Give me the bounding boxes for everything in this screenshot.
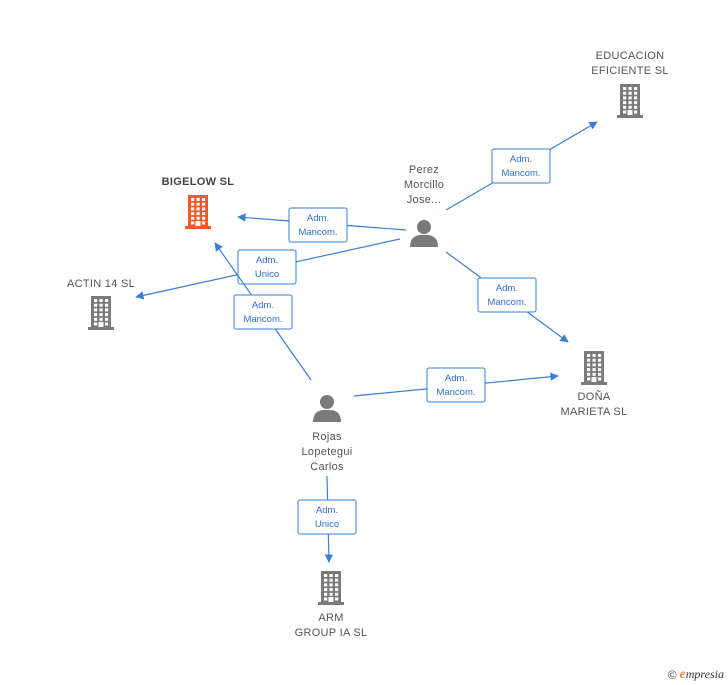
edge-label-text: Mancom.: [487, 297, 526, 308]
node-actin[interactable]: ACTIN 14 SL: [67, 278, 135, 330]
node-donia[interactable]: DOÑA MARIETA SL: [561, 351, 628, 418]
node-educacion[interactable]: EDUCACION EFICIENTE SL: [591, 50, 669, 118]
copyright-icon: ©: [667, 668, 677, 682]
edge-label[interactable]: Adm. Mancom.: [477, 277, 537, 313]
node-label: BIGELOW SL: [162, 176, 235, 188]
node-label: Perez: [409, 164, 439, 176]
node-label: Carlos: [310, 461, 344, 473]
building-icon: [185, 195, 211, 229]
edge-label-box: [237, 249, 297, 285]
edge-label-box: [288, 207, 348, 243]
edge-perez-bigelow: Adm. Mancom.: [237, 207, 407, 243]
edge-label-text: Mancom.: [243, 314, 282, 325]
edge-label-box: [233, 294, 293, 330]
person-icon: [313, 395, 341, 422]
edge-label-text: Adm.: [252, 300, 274, 311]
edge-label[interactable]: Adm. Mancom.: [426, 367, 486, 403]
edge-rojas-bigelow: Adm. Mancom.: [214, 242, 312, 381]
node-perez[interactable]: PerezMorcilloJose...: [404, 164, 444, 247]
edge-label-box: [477, 277, 537, 313]
edge-label-text: Unico: [315, 519, 339, 530]
edge-label-text: Adm.: [445, 373, 467, 384]
person-icon: [410, 220, 438, 247]
edge-label[interactable]: Adm. Mancom.: [288, 207, 348, 243]
edge-perez-actin: Adm. Unico: [135, 238, 401, 300]
building-icon: [88, 296, 114, 330]
edge-perez-educacion: Adm. Mancom.: [445, 121, 598, 211]
edge-label-text: Adm.: [496, 283, 518, 294]
edge-rojas-donia: Adm. Mancom.: [353, 367, 559, 403]
node-label: Lopetegui: [301, 446, 352, 458]
node-label: Morcillo: [404, 179, 444, 191]
edge-label-text: Mancom.: [298, 227, 337, 238]
node-label: ACTIN 14 SL: [67, 278, 135, 290]
node-label: ARM: [318, 612, 343, 624]
edge-label[interactable]: Adm. Mancom.: [491, 148, 551, 184]
edge-label-text: Adm.: [510, 154, 532, 165]
building-icon: [617, 84, 643, 118]
brand-logo[interactable]: empresia: [679, 667, 724, 682]
node-label: EDUCACION: [596, 50, 665, 62]
building-icon: [318, 571, 344, 605]
edge-label-box: [491, 148, 551, 184]
edge-label[interactable]: Adm. Unico: [297, 499, 357, 535]
node-label: GROUP IA SL: [295, 627, 368, 639]
edge-label-text: Adm.: [256, 255, 278, 266]
node-label: Jose...: [407, 194, 442, 206]
edge-label-text: Mancom.: [501, 168, 540, 179]
node-label: DOÑA: [578, 390, 611, 403]
edge-label-text: Adm.: [316, 505, 338, 516]
edge-label-box: [297, 499, 357, 535]
node-label: MARIETA SL: [561, 406, 628, 418]
edge-rojas-arm: Adm. Unico: [297, 475, 357, 563]
edge-label-text: Adm.: [307, 213, 329, 224]
node-label: EFICIENTE SL: [591, 65, 669, 77]
footer-credit: © empresia: [668, 667, 724, 683]
edge-label-box: [426, 367, 486, 403]
building-icon: [581, 351, 607, 385]
node-bigelow[interactable]: BIGELOW SL: [162, 176, 235, 229]
edge-label-text: Mancom.: [436, 387, 475, 398]
edge-label-text: Unico: [255, 269, 279, 280]
edge-perez-donia: Adm. Mancom.: [445, 251, 569, 343]
node-label: Rojas: [312, 431, 342, 443]
edge-label[interactable]: Adm. Unico: [237, 249, 297, 285]
edge-label[interactable]: Adm. Mancom.: [233, 294, 293, 330]
node-arm[interactable]: ARM GROUP IA SL: [295, 571, 368, 639]
